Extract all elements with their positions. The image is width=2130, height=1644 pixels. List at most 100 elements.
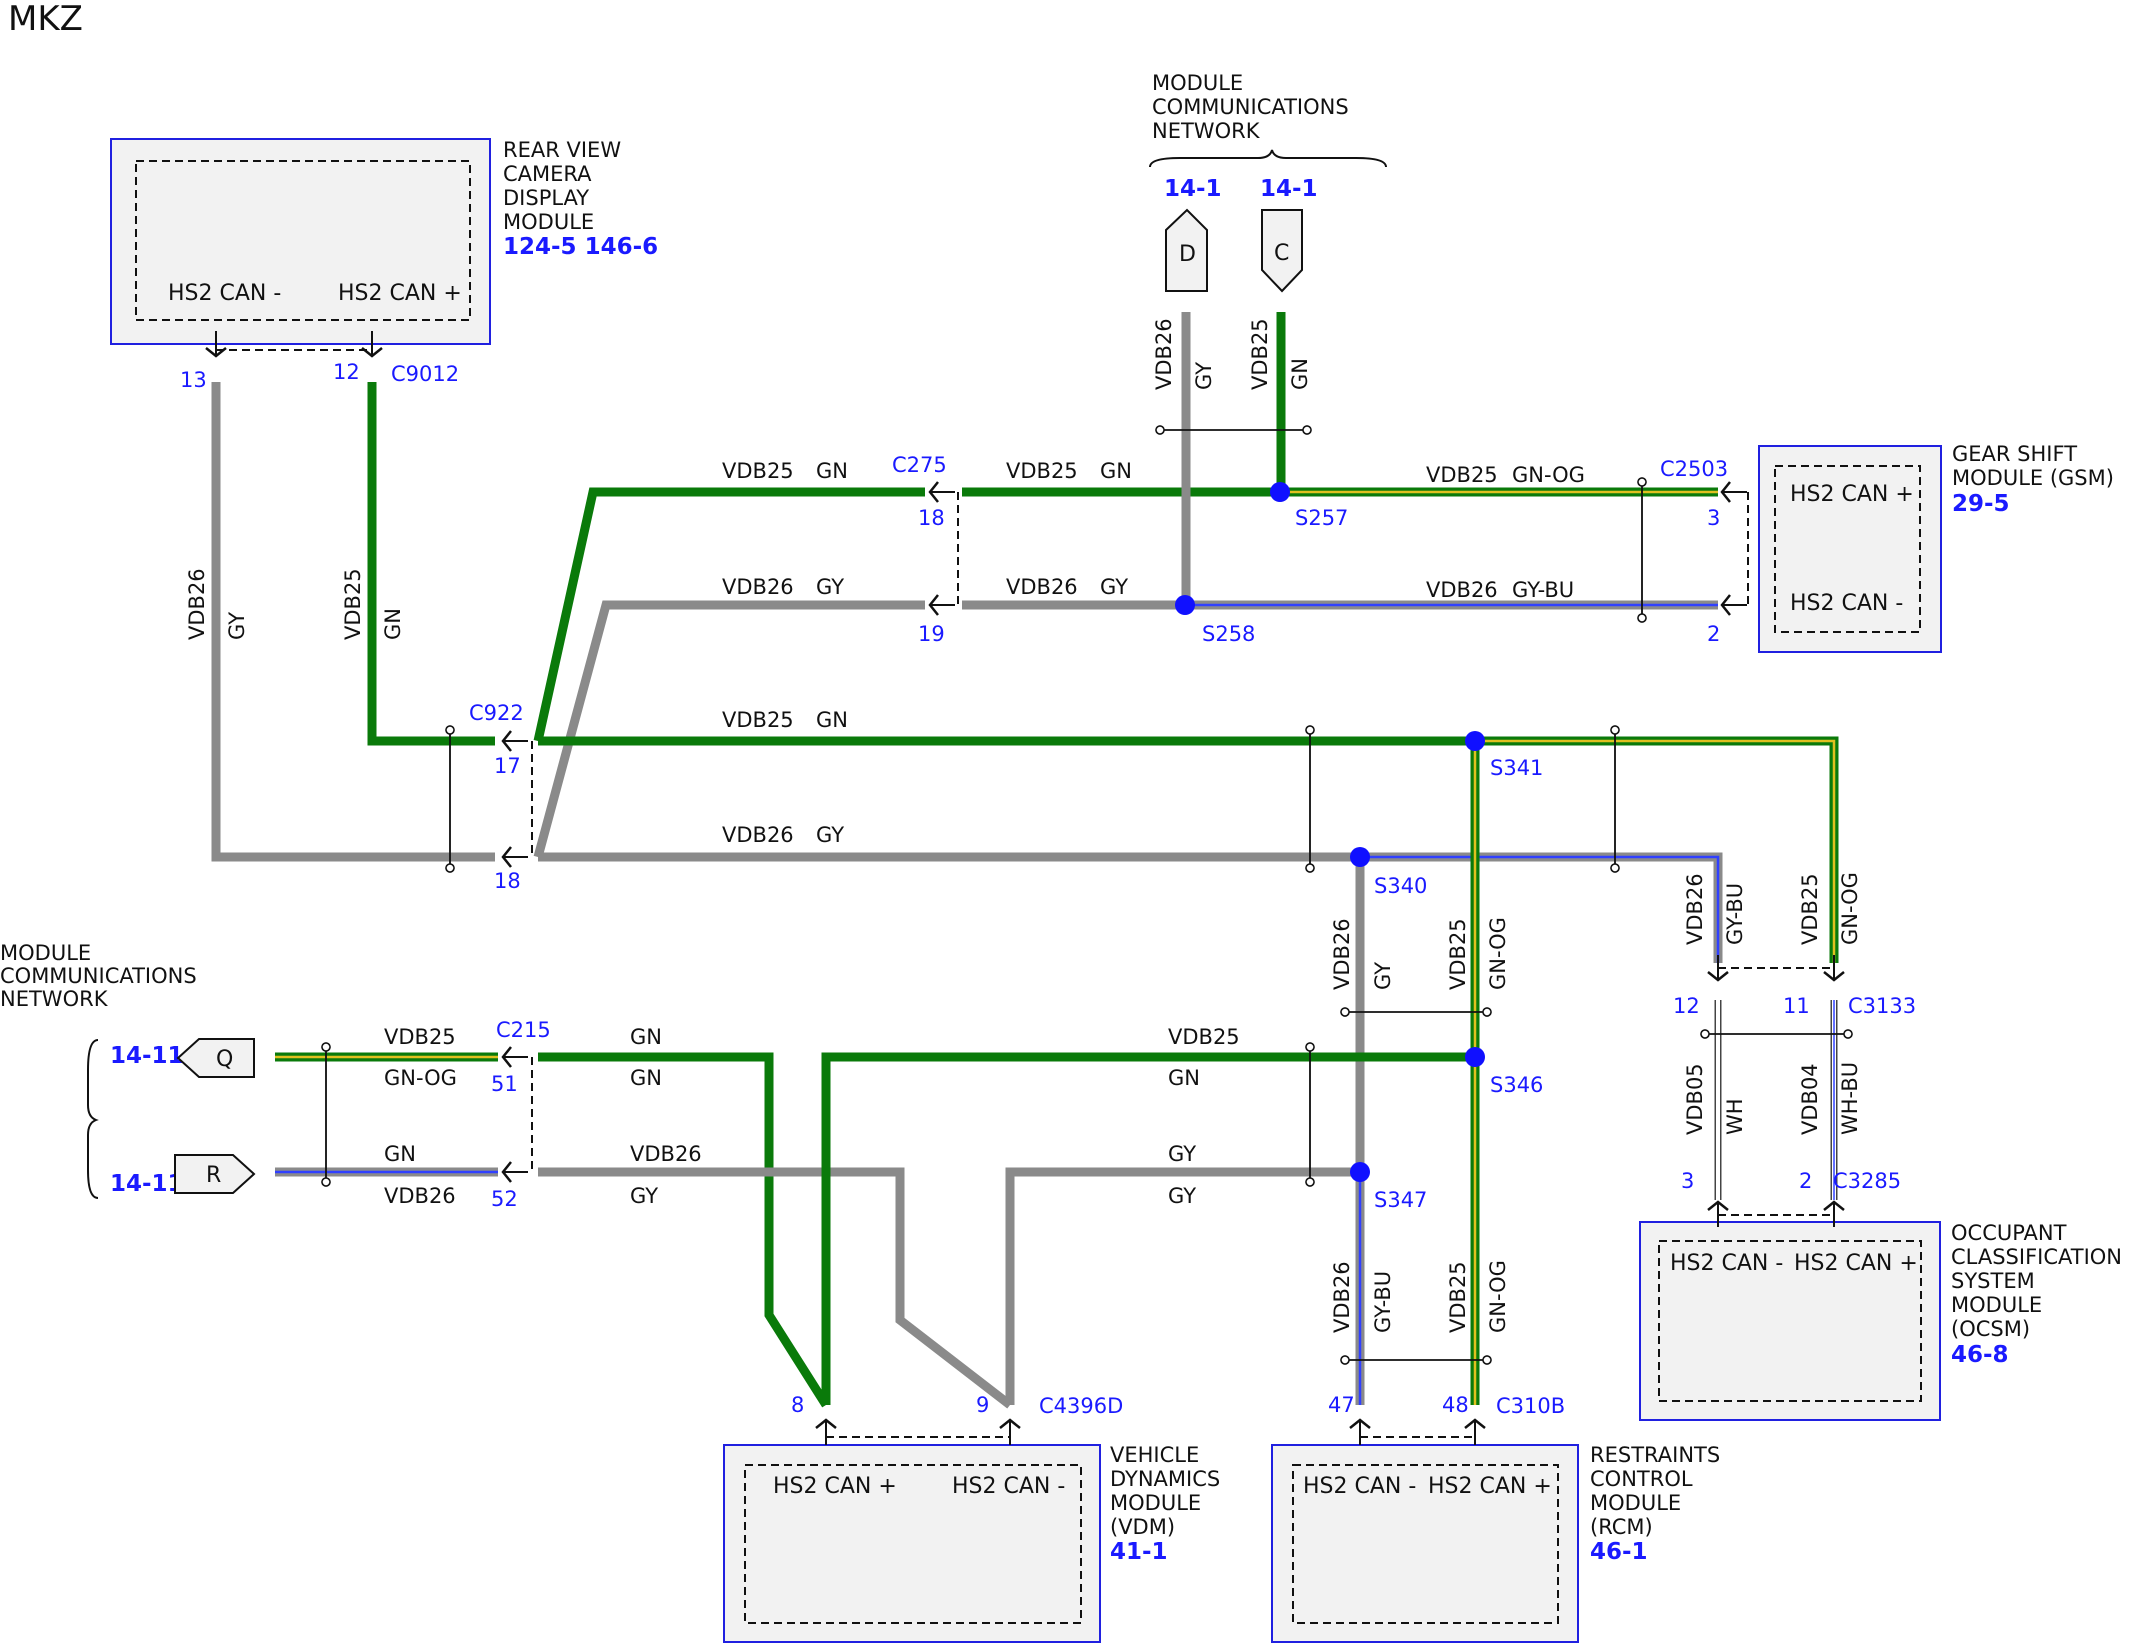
circuit-label: GY [630,1184,658,1208]
splices [1175,482,1485,1182]
pin-number: 48 [1442,1393,1469,1417]
twist-end [1482,1355,1492,1365]
circuit-label: VDB26 [722,823,794,847]
page-reference[interactable]: 29-5 [1952,491,2010,517]
splice-dot [1270,482,1290,502]
pin-number: 18 [918,506,945,530]
circuit-label: GY-BU [1512,578,1574,602]
page-reference[interactable]: 14-1 [1164,176,1222,202]
twist-end [1155,425,1165,435]
circuit-label: GY-BU [1723,883,1747,945]
pin-number: 17 [494,754,521,778]
twist-symbol [1610,725,1620,873]
connector-label: C9012 [391,362,459,386]
module-label: VEHICLE [1110,1443,1199,1467]
twist-end [1305,1177,1315,1187]
module-label: MODULE [1110,1491,1201,1515]
pin-label: HS2 CAN + [773,1474,897,1499]
pin-number: 47 [1328,1393,1355,1417]
circuit-label: VDB25 [1446,1261,1470,1333]
splice-label: S258 [1202,622,1255,646]
splice-label: S257 [1295,506,1348,530]
page-reference[interactable]: 46-8 [1951,1342,2009,1368]
left-network-label: MODULE COMMUNICATIONS NETWORK 14-11 14-1… [0,941,256,1199]
module-label: REAR VIEW [503,138,621,162]
twist-symbol [1155,425,1312,435]
connector-label: C922 [469,701,524,725]
circuit-label: VDB26 [185,568,209,640]
circuit-label: VDB25 [1798,873,1822,945]
rear-view-camera-display-module: HS2 CAN - HS2 CAN + REAR VIEW CAMERA DIS… [110,138,658,345]
restraints-control-module: HS2 CAN - HS2 CAN + RESTRAINTS CONTROL M… [1271,1443,1720,1643]
pin-label: HS2 CAN - [952,1474,1065,1499]
circuit-label: VDB26 [1006,575,1078,599]
circuit-label: GN [1100,459,1132,483]
module-label: CAMERA [503,162,592,186]
wire [533,600,925,859]
gear-shift-module: HS2 CAN + HS2 CAN - GEAR SHIFT MODULE (G… [1758,442,2114,653]
network-label: NETWORK [1152,119,1261,143]
circuit-label: GN [1288,358,1312,390]
wire-stripe [1475,739,1836,963]
pin-number: 51 [491,1072,518,1096]
wire [538,1167,1013,1409]
module-label: CONTROL [1590,1467,1693,1491]
circuit-label: GN [381,608,405,640]
page-reference[interactable]: 124-5 146-6 [503,234,658,260]
page-reference[interactable]: 14-11 [110,1171,184,1197]
module-label: MODULE [1951,1293,2042,1317]
twist-end [445,863,455,873]
circuit-label: GY-BU [1371,1271,1395,1333]
wire-stripe [1360,855,1720,963]
connector-r[interactable] [174,1154,256,1194]
circuit-label: GY [1168,1142,1196,1166]
page-reference[interactable]: 14-11 [110,1043,184,1069]
vehicle-dynamics-module: HS2 CAN + HS2 CAN - VEHICLE DYNAMICS MOD… [723,1443,1220,1643]
connector-letter: D [1179,242,1196,267]
wire [533,487,925,742]
connector-d[interactable] [1165,208,1208,292]
connector-letter: C [1274,241,1289,266]
pin-number: 2 [1707,622,1720,646]
twist-end [1340,1355,1350,1365]
twist-end [1637,613,1647,623]
module-label: OCCUPANT [1951,1221,2067,1245]
splice-label: S341 [1490,756,1543,780]
pin-label: HS2 CAN + [1790,482,1914,507]
circuit-label: VDB26 [630,1142,702,1166]
module-label: RESTRAINTS [1590,1443,1720,1467]
circuit-label: VDB26 [1152,318,1176,390]
pin-number: 19 [918,622,945,646]
network-label: COMMUNICATIONS [0,964,197,988]
circuit-label: GN-OG [384,1066,457,1090]
circuit-label: VDB25 [1446,918,1470,990]
page-reference[interactable]: 41-1 [1110,1539,1168,1565]
pin-label: HS2 CAN - [168,281,281,306]
twist-end [1305,863,1315,873]
page-reference[interactable]: 14-1 [1260,176,1318,202]
circuit-label: VDB25 [722,459,794,483]
circuit-label: VDB25 [384,1025,456,1049]
twist-symbol [1700,1029,1853,1039]
pin-label: HS2 CAN + [338,281,462,306]
pin-number: 11 [1783,994,1810,1018]
brace [1149,149,1387,168]
wire [1005,1167,1360,1405]
module-label: MODULE [1590,1491,1681,1515]
connector-q[interactable] [176,1038,255,1078]
network-label: COMMUNICATIONS [1152,95,1349,119]
connector-c[interactable] [1261,209,1303,293]
page-reference[interactable]: 46-1 [1590,1539,1648,1565]
module-label: (OCSM) [1951,1317,2030,1341]
circuit-label: GY [1192,362,1216,390]
connector-letter: Q [216,1047,233,1072]
connector-label: C310B [1496,1394,1565,1418]
pin-label: HS2 CAN - [1670,1251,1783,1276]
circuit-label: GN-OG [1512,463,1585,487]
twist-end [1700,1029,1710,1039]
pin-label: HS2 CAN - [1790,591,1903,616]
twist-symbol [445,725,455,873]
module-label: (VDM) [1110,1515,1175,1539]
module-label: SYSTEM [1951,1269,2035,1293]
